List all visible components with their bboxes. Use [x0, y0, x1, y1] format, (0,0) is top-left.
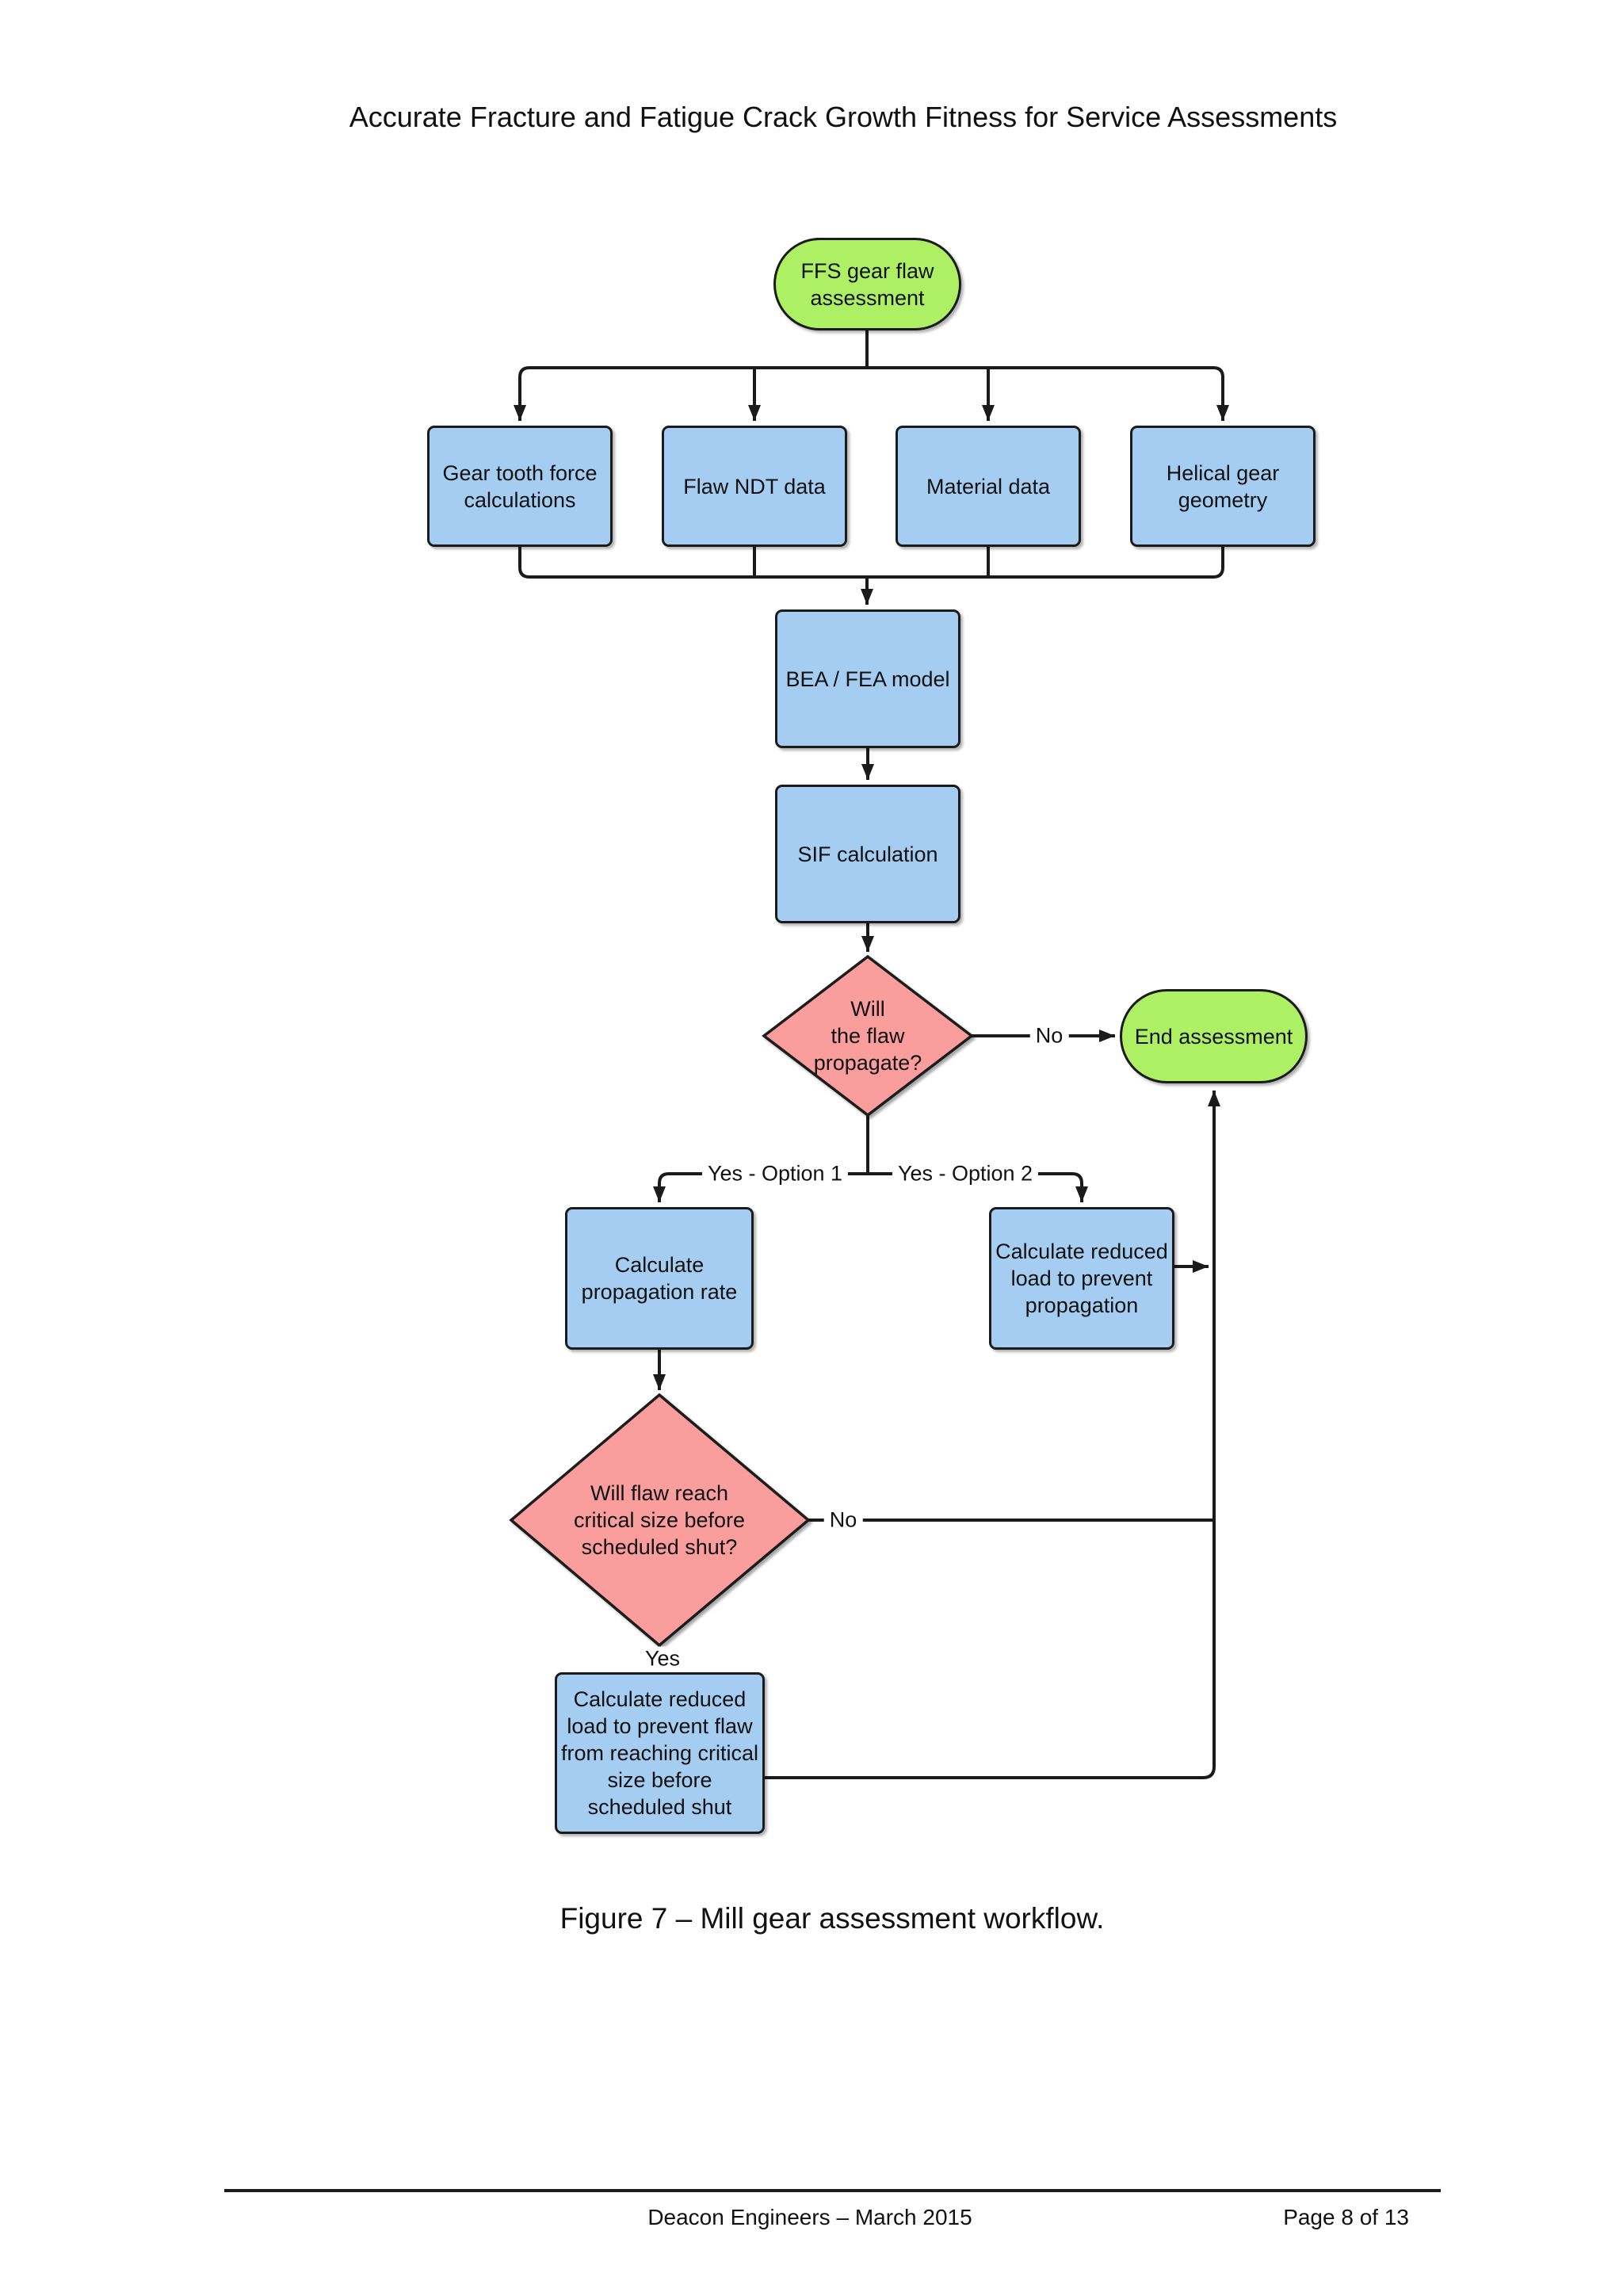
footer-divider: [224, 2189, 1441, 2192]
edge-label-yes-option-1: Yes - Option 1: [701, 1161, 849, 1186]
node-calculate-reduced-load-prevent-propagation: Calculate reduced load to prevent propag…: [989, 1207, 1174, 1350]
node-ffs-gear-flaw-assessment: FFS gear flaw assessment: [773, 238, 961, 330]
decision-flaw-critical-size-label: Will flaw reach critical size before sch…: [573, 1481, 746, 1559]
node-calculate-propagation-rate: Calculate propagation rate: [565, 1207, 754, 1350]
node-bea-fea-model: BEA / FEA model: [775, 609, 960, 748]
node-flaw-ndt-data: Flaw NDT data: [662, 426, 847, 547]
figure-caption: Figure 7 – Mill gear assessment workflow…: [559, 1902, 1105, 1935]
edge-label-yes-option-2: Yes - Option 2: [892, 1161, 1039, 1186]
node-material-data: Material data: [896, 426, 1081, 547]
node-calculate-reduced-load-critical-size: Calculate reduced load to prevent flaw f…: [555, 1672, 765, 1834]
footer-author-date: Deacon Engineers – March 2015: [647, 2205, 972, 2229]
edge-label-no-propagate: No: [1029, 1023, 1069, 1049]
node-gear-tooth-force-calculations: Gear tooth force calculations: [427, 426, 613, 547]
node-end-assessment: End assessment: [1120, 989, 1308, 1083]
node-helical-gear-geometry: Helical gear geometry: [1130, 426, 1316, 547]
decision-will-flaw-propagate-label: Will the flaw propagate?: [813, 997, 922, 1075]
footer-page-number: Page 8 of 13: [1283, 2205, 1409, 2229]
edge-label-yes-critical: Yes: [639, 1646, 686, 1671]
node-sif-calculation: SIF calculation: [775, 785, 960, 923]
page-header-title: Accurate Fracture and Fatigue Crack Grow…: [349, 101, 1338, 133]
edge-label-no-critical: No: [823, 1507, 863, 1533]
